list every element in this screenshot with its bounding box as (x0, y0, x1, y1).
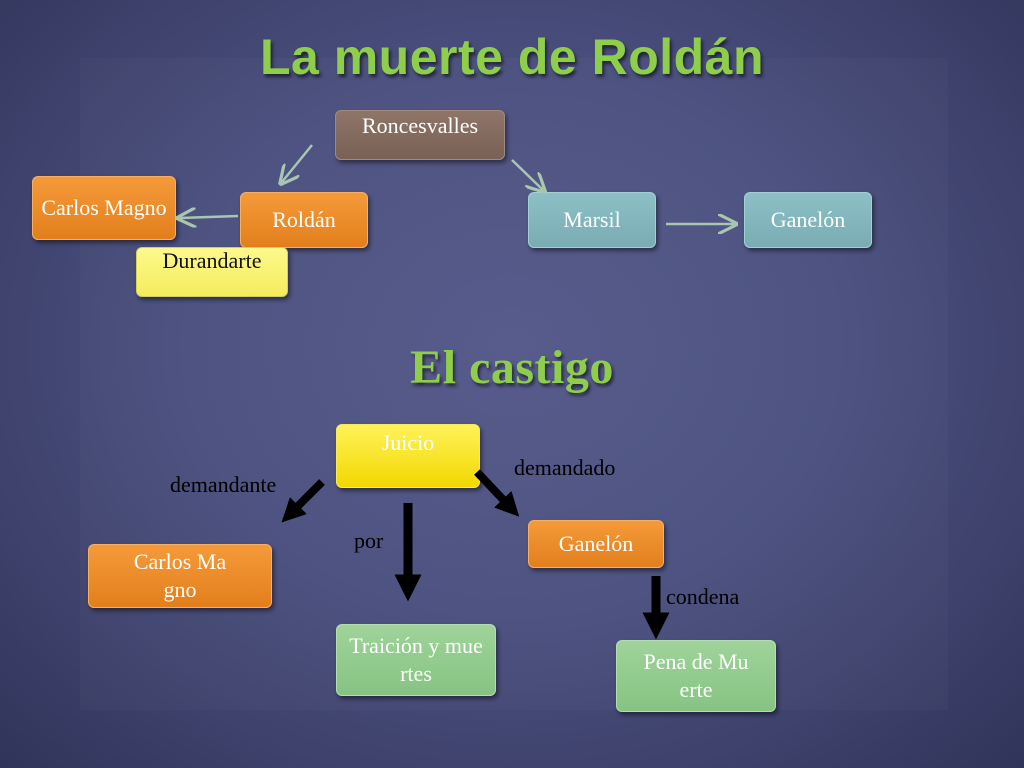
slide-title: La muerte de Roldán (259, 29, 765, 85)
section-title: El castigo (410, 341, 614, 394)
node-traicion: Traición y muertes (336, 624, 496, 696)
label-demandado: demandado (514, 455, 616, 480)
label-condena: condena (666, 584, 740, 609)
arrow-roncesvalles-marsil (511, 159, 543, 190)
node-ganelon-1: Ganelón (744, 192, 872, 248)
label-por: por (354, 528, 384, 553)
node-ganelon-2: Ganelón (528, 520, 664, 568)
node-marsil: Marsil (528, 192, 656, 248)
node-juicio: Juicio (336, 424, 480, 488)
node-roldan: Roldán (240, 192, 368, 248)
node-carlos-magno-2: Carlos Magno (88, 544, 272, 608)
node-roncesvalles: Roncesvalles (335, 110, 505, 160)
arrow-juicio-carlos (281, 479, 325, 523)
node-durandarte: Durandarte (136, 247, 288, 297)
arrow-roldan-carlos (180, 216, 239, 218)
node-carlos-magno-1: Carlos Magno (32, 176, 176, 240)
arrow-juicio-ganelon (474, 469, 520, 517)
arrow-roncesvalles-roldan (282, 144, 313, 182)
label-demandante: demandante (170, 472, 277, 497)
node-pena: Pena de Muerte (616, 640, 776, 712)
